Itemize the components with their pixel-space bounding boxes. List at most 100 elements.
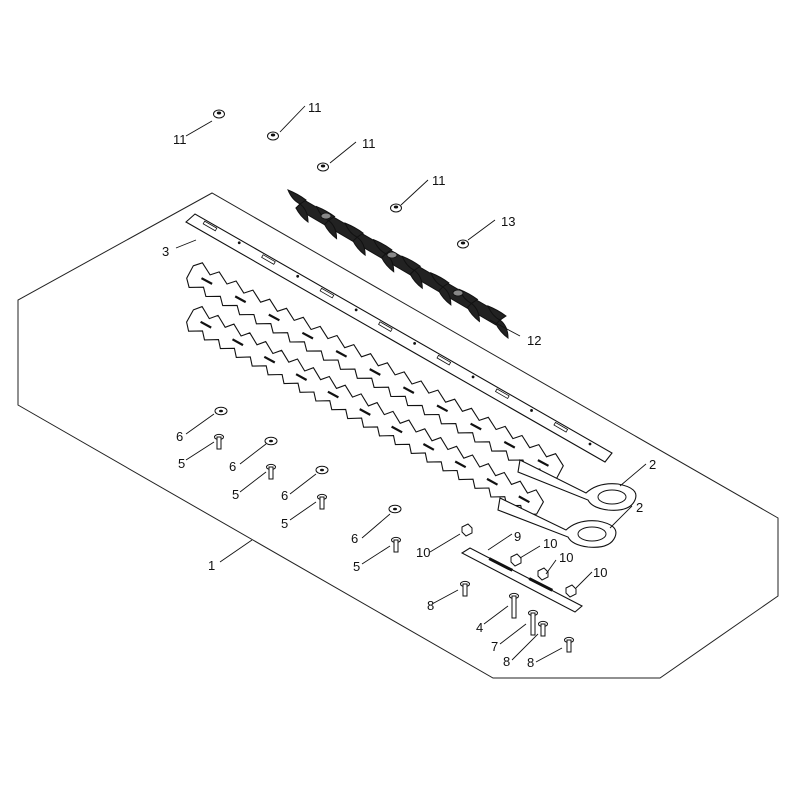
block-10-b bbox=[510, 553, 522, 567]
leader-lines bbox=[175, 105, 647, 663]
bolt-5-b-shank bbox=[268, 466, 274, 480]
blade-guard-fin bbox=[372, 238, 393, 255]
callout-6-d: 6 bbox=[351, 531, 358, 546]
callout-10-d: 10 bbox=[593, 565, 607, 580]
cutter-blade-lower-slot bbox=[263, 355, 276, 364]
callout-1: 1 bbox=[208, 558, 215, 573]
leader-line bbox=[289, 473, 317, 495]
assembly-outline-box bbox=[17, 192, 779, 679]
callout-2-lower: 2 bbox=[636, 500, 643, 515]
nut-11-d-hole bbox=[393, 205, 399, 209]
leader-line bbox=[219, 539, 253, 563]
callout-11-a: 11 bbox=[173, 132, 187, 147]
leader-line bbox=[619, 463, 647, 487]
guide-plate-hole bbox=[354, 308, 358, 312]
callout-6-a: 6 bbox=[176, 429, 183, 444]
cutter-blade-upper-slot bbox=[268, 313, 280, 322]
guide-plate-slot bbox=[319, 287, 335, 299]
blade-guard bbox=[287, 189, 509, 340]
washer-6-d-hole bbox=[393, 507, 397, 511]
leader-line bbox=[487, 533, 513, 551]
guide-plate-hole bbox=[588, 442, 592, 446]
callout-11-c: 11 bbox=[362, 136, 376, 151]
callout-10-c: 10 bbox=[559, 550, 573, 565]
bolt-7-shank bbox=[530, 612, 536, 636]
blade-guard-fin bbox=[438, 286, 452, 306]
cutter-blade-lower-slot bbox=[518, 495, 530, 504]
leader-line bbox=[361, 513, 391, 539]
guide-plate-slot bbox=[436, 354, 452, 366]
cutter-blade-lower-slot bbox=[422, 443, 435, 451]
leader-line bbox=[239, 443, 267, 465]
cutter-blade-upper-slot bbox=[301, 331, 314, 340]
blade-guard-fin bbox=[429, 271, 450, 288]
callout-5-d: 5 bbox=[353, 559, 360, 574]
cutter-blade-lower-slot bbox=[391, 425, 403, 434]
callout-10-a: 10 bbox=[416, 545, 430, 560]
cutter-blade-upper-slot bbox=[537, 459, 550, 467]
hardware-parts bbox=[213, 109, 577, 653]
block-10-d bbox=[565, 584, 577, 598]
leader-line bbox=[279, 105, 306, 133]
callout-7: 7 bbox=[491, 639, 498, 654]
blade-guard-fin bbox=[323, 219, 338, 240]
leader-line bbox=[499, 623, 527, 645]
washer-6-b-hole bbox=[269, 439, 273, 443]
nut-11-c-hole bbox=[320, 164, 326, 168]
guide-plate-hole bbox=[413, 341, 417, 345]
bolt-5-c-shank bbox=[319, 496, 325, 510]
nut-11-b-hole bbox=[270, 133, 276, 137]
callout-9: 9 bbox=[514, 529, 521, 544]
callout-10-b: 10 bbox=[543, 536, 557, 551]
leader-line bbox=[185, 413, 215, 435]
bolt-5-d-shank bbox=[393, 539, 399, 553]
leader-line bbox=[575, 571, 593, 589]
leader-line bbox=[361, 545, 391, 565]
callout-8-c: 8 bbox=[527, 655, 534, 670]
leader-line bbox=[545, 559, 557, 575]
guide-plate-slot bbox=[494, 388, 510, 400]
leader-line bbox=[489, 319, 521, 337]
blade-guard-boss bbox=[320, 212, 332, 220]
cutter-blade-lower-slot bbox=[454, 460, 467, 469]
leader-line bbox=[429, 533, 461, 553]
guide-plate-hole bbox=[471, 375, 475, 379]
callout-13: 13 bbox=[501, 214, 515, 229]
cutter-blade-upper-slot bbox=[369, 368, 381, 376]
block-10-a bbox=[461, 523, 473, 537]
cutter-blade-lower-slot bbox=[327, 390, 339, 399]
guide-plate-slot bbox=[378, 321, 393, 332]
cutter-blade-upper bbox=[186, 262, 564, 479]
bolt-5-a-shank bbox=[216, 436, 222, 450]
nut-13-hole bbox=[460, 241, 466, 245]
leader-line bbox=[289, 501, 317, 521]
leader-line bbox=[329, 141, 357, 164]
cutter-blade-upper-slot bbox=[436, 404, 449, 413]
leader-line bbox=[511, 633, 539, 661]
cutter-blade-lower-slot bbox=[231, 338, 244, 347]
leader-line bbox=[483, 605, 509, 625]
leader-line bbox=[431, 589, 459, 605]
blade-guard-fin bbox=[409, 269, 423, 290]
cutter-blade-lower-slot bbox=[359, 408, 371, 416]
blade-guard-fin bbox=[458, 288, 479, 305]
blade-guard-boss bbox=[386, 251, 398, 259]
guide-plate-slot bbox=[202, 220, 218, 232]
callout-11-d: 11 bbox=[432, 173, 446, 188]
link-plate bbox=[460, 547, 583, 613]
blade-guard-fin bbox=[466, 302, 480, 323]
blade-guard-fin bbox=[352, 236, 366, 257]
bolt-8-c-shank bbox=[566, 639, 572, 653]
blade-guard-fin bbox=[295, 203, 309, 224]
callout-5-b: 5 bbox=[232, 487, 239, 502]
callout-4: 4 bbox=[476, 620, 483, 635]
callout-12: 12 bbox=[527, 333, 541, 348]
callout-5-a: 5 bbox=[178, 456, 185, 471]
cutter-blade-lower-slot bbox=[295, 373, 308, 381]
blade-end-loop-upper bbox=[517, 459, 637, 511]
guide-plate-slot bbox=[261, 254, 276, 265]
cutter-blade-upper-shape bbox=[186, 262, 564, 479]
bolt-8-b-shank bbox=[540, 623, 546, 637]
blade-end-loop-lower bbox=[497, 497, 617, 548]
leader-line bbox=[535, 647, 563, 663]
